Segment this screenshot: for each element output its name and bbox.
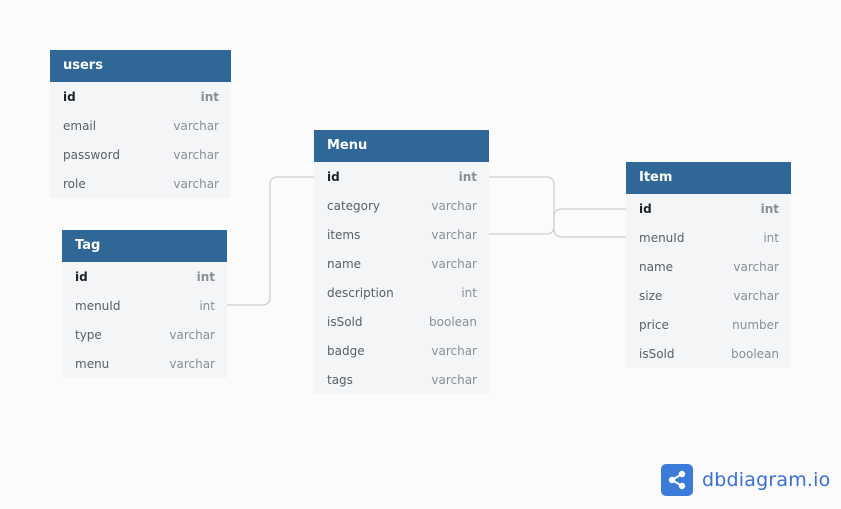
field-name: price xyxy=(639,317,669,332)
table-row[interactable]: isSold boolean xyxy=(314,307,489,336)
field-name: id xyxy=(63,89,76,104)
table-users[interactable]: users id int email varchar password varc… xyxy=(50,50,231,198)
field-type: varchar xyxy=(431,198,477,213)
field-name: type xyxy=(75,327,102,342)
field-type: varchar xyxy=(733,288,779,303)
share-nodes-icon xyxy=(661,464,693,496)
field-name: isSold xyxy=(327,314,363,329)
field-name: isSold xyxy=(639,346,675,361)
field-type: varchar xyxy=(173,176,219,191)
field-name: name xyxy=(327,256,362,271)
field-name: category xyxy=(327,198,381,213)
field-name: name xyxy=(639,259,674,274)
field-type: boolean xyxy=(731,346,779,361)
field-type: int xyxy=(760,201,779,216)
field-type: varchar xyxy=(431,256,477,271)
field-type: varchar xyxy=(733,259,779,274)
table-row[interactable]: menu varchar xyxy=(62,349,227,378)
table-row[interactable]: name varchar xyxy=(314,249,489,278)
table-row[interactable]: role varchar xyxy=(50,169,231,198)
field-name: menuId xyxy=(639,230,685,245)
brand-logo-link[interactable]: dbdiagram.io xyxy=(661,464,830,496)
table-row[interactable]: menuId int xyxy=(626,223,791,252)
table-row[interactable]: name varchar xyxy=(626,252,791,281)
field-name: id xyxy=(75,269,88,284)
field-name: badge xyxy=(327,343,365,358)
field-type: int xyxy=(461,285,477,300)
field-type: number xyxy=(732,317,779,332)
field-name: menuId xyxy=(75,298,121,313)
table-row[interactable]: id int xyxy=(314,162,489,191)
relationship-line-tag-menu[interactable] xyxy=(227,176,314,306)
table-row[interactable]: id int xyxy=(50,82,231,111)
field-type: boolean xyxy=(429,314,477,329)
table-row[interactable]: isSold boolean xyxy=(626,339,791,368)
table-item[interactable]: Item id int menuId int name varchar size… xyxy=(626,162,791,368)
table-row[interactable]: tags varchar xyxy=(314,365,489,394)
table-menu[interactable]: Menu id int category varchar items varch… xyxy=(314,130,489,394)
table-header[interactable]: Menu xyxy=(314,130,489,162)
table-row[interactable]: password varchar xyxy=(50,140,231,169)
field-type: varchar xyxy=(173,147,219,162)
table-header[interactable]: Tag xyxy=(62,230,227,262)
table-row[interactable]: description int xyxy=(314,278,489,307)
field-type: int xyxy=(199,298,215,313)
field-type: varchar xyxy=(431,343,477,358)
table-tag[interactable]: Tag id int menuId int type varchar menu … xyxy=(62,230,227,378)
table-row[interactable]: category varchar xyxy=(314,191,489,220)
field-type: varchar xyxy=(431,227,477,242)
field-type: varchar xyxy=(173,118,219,133)
field-name: size xyxy=(639,288,663,303)
field-type: int xyxy=(458,169,477,184)
table-row[interactable]: price number xyxy=(626,310,791,339)
brand-name: dbdiagram.io xyxy=(702,469,831,491)
relationship-line-menu-id-item-menuid[interactable] xyxy=(489,176,626,238)
field-name: menu xyxy=(75,356,110,371)
table-header[interactable]: users xyxy=(50,50,231,82)
table-row[interactable]: items varchar xyxy=(314,220,489,249)
field-name: role xyxy=(63,176,86,191)
field-name: items xyxy=(327,227,361,242)
field-type: varchar xyxy=(169,356,215,371)
field-name: description xyxy=(327,285,394,300)
field-name: email xyxy=(63,118,97,133)
field-type: int xyxy=(196,269,215,284)
field-name: password xyxy=(63,147,120,162)
field-name: id xyxy=(639,201,652,216)
relationship-line-menu-items-item-id[interactable] xyxy=(489,208,626,235)
table-header[interactable]: Item xyxy=(626,162,791,194)
field-type: int xyxy=(200,89,219,104)
table-row[interactable]: email varchar xyxy=(50,111,231,140)
field-type: int xyxy=(763,230,779,245)
table-row[interactable]: type varchar xyxy=(62,320,227,349)
field-name: id xyxy=(327,169,340,184)
table-row[interactable]: size varchar xyxy=(626,281,791,310)
table-row[interactable]: badge varchar xyxy=(314,336,489,365)
field-type: varchar xyxy=(431,372,477,387)
field-name: tags xyxy=(327,372,353,387)
table-row[interactable]: menuId int xyxy=(62,291,227,320)
table-row[interactable]: id int xyxy=(626,194,791,223)
table-row[interactable]: id int xyxy=(62,262,227,291)
field-type: varchar xyxy=(169,327,215,342)
